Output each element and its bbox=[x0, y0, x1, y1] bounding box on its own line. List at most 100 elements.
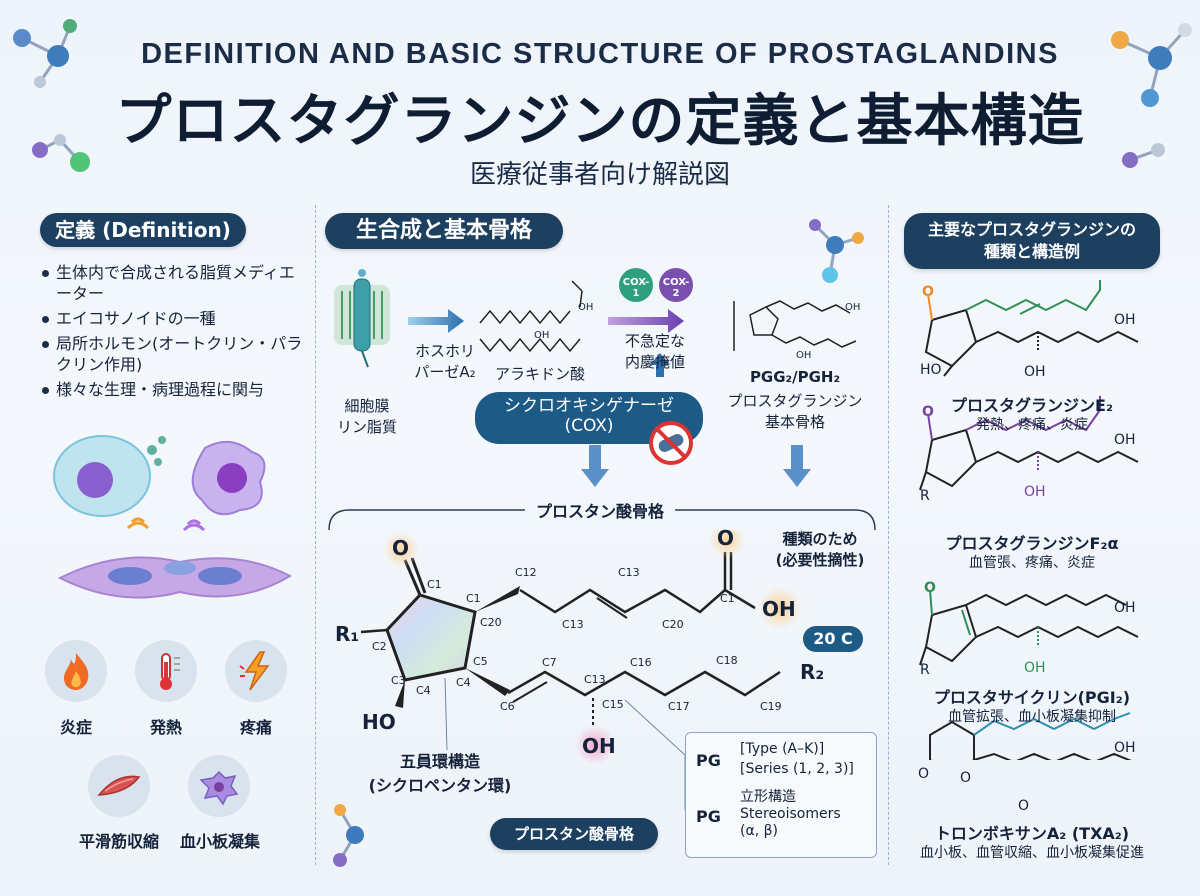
effect-label: 平滑筋収縮 bbox=[78, 832, 159, 851]
definition-list: 生体内で合成される脂質メディエーター エイコサノイドの一種 局所ホルモン(オート… bbox=[40, 262, 310, 404]
molecule-icon bbox=[333, 804, 364, 867]
arrow-icon bbox=[783, 445, 811, 487]
effect-label: 発熱 bbox=[149, 718, 182, 737]
pgf2a-o: O bbox=[922, 404, 934, 420]
carbon-label: C13 bbox=[584, 673, 606, 686]
pgi2-effects: 血管拡張、血小板凝集抑制 bbox=[948, 709, 1116, 725]
carbon-label: C5 bbox=[473, 655, 488, 668]
txa2-oh: OH bbox=[1114, 740, 1136, 756]
effect-label: 血小板凝集 bbox=[179, 832, 260, 851]
skeleton-heading: プロスタン酸骨格 bbox=[535, 502, 664, 521]
carbon-label: C4 bbox=[416, 684, 431, 697]
unstable-label: 不急定な 内慶掩値 bbox=[624, 332, 685, 371]
no-drug-icon bbox=[649, 421, 693, 465]
muscle-icon bbox=[88, 755, 150, 817]
arrow-icon bbox=[650, 353, 670, 377]
pge2-oh: OH bbox=[1114, 312, 1136, 328]
skeleton-pill: プロスタン酸骨格 bbox=[490, 818, 658, 850]
arachidonic-label: アラキドン酸 bbox=[494, 365, 585, 383]
pgf2a-r: R bbox=[920, 488, 930, 504]
carbon-label: C19 bbox=[760, 700, 782, 713]
carboxyl-oh: OH bbox=[762, 597, 796, 621]
carbon-label: C15 bbox=[602, 698, 624, 711]
membrane-icon bbox=[334, 269, 390, 368]
down-arrows bbox=[581, 445, 811, 487]
txa2-o3: O bbox=[1018, 798, 1030, 814]
list-item: エイコサノイドの一種 bbox=[40, 308, 310, 329]
pge2-effects: 発熱、疼痛、炎症 bbox=[976, 417, 1088, 433]
definition-heading: 定義 (Definition) bbox=[40, 213, 246, 247]
carbon-label: C17 bbox=[668, 700, 690, 713]
column-divider bbox=[888, 205, 889, 865]
molecule-icon bbox=[1111, 23, 1192, 168]
page-subtitle: 医療従事者向け解説図 bbox=[469, 160, 730, 190]
page-title-en: DEFINITION AND BASIC STRUCTURE OF PROSTA… bbox=[141, 38, 1059, 70]
txa2-effects: 血小板、血管収縮、血小板凝集促進 bbox=[920, 845, 1144, 861]
carbon-label: C1 bbox=[427, 578, 442, 591]
pgg-sub-label: プロスタグランジン 基本骨格 bbox=[727, 392, 863, 431]
pg-label: PG bbox=[696, 807, 721, 826]
enzyme-label: ホスホリ パーゼA₂ bbox=[414, 342, 476, 381]
flame-icon bbox=[45, 640, 107, 702]
pgf2a-oh2: OH bbox=[1024, 484, 1046, 500]
column-divider bbox=[315, 205, 316, 865]
pge2-o: O bbox=[922, 284, 934, 300]
r2-group: R₂ bbox=[800, 660, 825, 684]
twenty-carbon-badge: 20 C bbox=[803, 626, 863, 652]
nomenclature-box: PG [Type (A–K)] [Series (1, 2, 3)] PG 立形… bbox=[685, 732, 877, 858]
list-item: 様々な生理・病理過程に関与 bbox=[40, 379, 310, 400]
pg-label: PG bbox=[696, 751, 721, 770]
pge2-ho: HO bbox=[920, 362, 942, 378]
pgf2a-effects: 血管張、疼痛、炎症 bbox=[969, 555, 1095, 571]
platelet-icon bbox=[188, 755, 250, 817]
r1-group: R₁ bbox=[335, 622, 360, 646]
carbon-label: C1 bbox=[720, 592, 735, 605]
molecule-icon bbox=[809, 219, 864, 283]
carbon-label: C7 bbox=[542, 656, 557, 669]
cox1-badge: COX-1 bbox=[622, 277, 650, 299]
arrow-icon bbox=[581, 445, 609, 487]
txa2-name: トロンボキサンA₂ (TXA₂) bbox=[934, 824, 1130, 843]
hydroxyl-c11: HO bbox=[362, 710, 396, 734]
arrow-icon bbox=[408, 309, 464, 333]
pgg-cooh-label: OH bbox=[845, 302, 861, 313]
carbon-label: C12 bbox=[515, 566, 537, 579]
pgi2-oh: OH bbox=[1114, 600, 1136, 616]
thermometer-icon bbox=[135, 640, 197, 702]
pgg-label: PGG₂/PGH₂ bbox=[749, 368, 841, 386]
carbon-label: C13 bbox=[618, 566, 640, 579]
txa2-o2: O bbox=[960, 770, 972, 786]
cox-enzyme-box: シクロオキシゲナーゼ (COX) bbox=[475, 392, 703, 444]
pgf2a-oh: OH bbox=[1114, 432, 1136, 448]
prostaglandin-structures bbox=[919, 280, 1139, 760]
carbon-label: C20 bbox=[662, 618, 684, 631]
carboxyl-o: O bbox=[717, 526, 735, 550]
list-item: 局所ホルモン(オートクリン・パラクリン作用) bbox=[40, 333, 310, 375]
cell-signaling-illustration bbox=[53, 435, 293, 599]
cox2-badge: COX-2 bbox=[662, 277, 690, 299]
carbon-label: C4 bbox=[456, 676, 471, 689]
pgi2-r: R bbox=[920, 662, 930, 678]
carbonyl-o: O bbox=[392, 536, 410, 560]
biosynthesis-heading: 生合成と基本骨格 bbox=[325, 213, 563, 249]
pgf2a-name: プロスタグランジンF₂α bbox=[945, 534, 1119, 553]
prostanoic-acid-structure bbox=[360, 530, 802, 810]
ring-note: 五員環構造 (シクロペンタン環) bbox=[368, 752, 512, 795]
carbon-label: C18 bbox=[716, 654, 738, 667]
lightning-icon bbox=[225, 640, 287, 702]
stereoisomers: 立形構造 Stereoisomers (α, β) bbox=[740, 789, 841, 839]
pge2-oh2: OH bbox=[1024, 364, 1046, 380]
pgi2-oh2: OH bbox=[1024, 660, 1046, 676]
list-item: 生体内で合成される脂質メディエーター bbox=[40, 262, 310, 304]
pgi2-o: O bbox=[924, 580, 936, 596]
skeleton-bracket bbox=[328, 509, 876, 531]
arrow-icon bbox=[608, 309, 684, 333]
pge2-name: プロスタグランジンE₂ bbox=[951, 396, 1113, 415]
carbon-label: C2 bbox=[372, 640, 387, 653]
membrane-label: 細胞膜 リン脂質 bbox=[336, 397, 397, 436]
pgi2-name: プロスタサイクリン(PGI₂) bbox=[933, 688, 1131, 707]
carbon-label: C16 bbox=[630, 656, 652, 669]
biosynthesis-pathway bbox=[334, 268, 857, 377]
pg-series: [Series (1, 2, 3)] bbox=[740, 761, 854, 777]
